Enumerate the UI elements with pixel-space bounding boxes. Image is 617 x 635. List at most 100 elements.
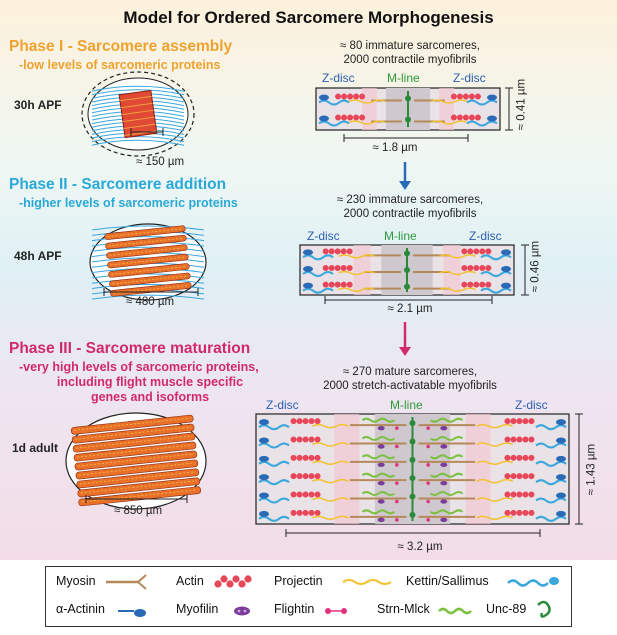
phase3-sarcomere-flightin xyxy=(395,444,399,449)
phase3-sarcomere-strn-mlck xyxy=(361,417,396,423)
phase2-sarcomere-actin xyxy=(485,265,492,271)
phase3-muscle-drawing-myofibril xyxy=(76,468,200,489)
legend-icons xyxy=(106,574,559,618)
phase1-sarcomere-actin xyxy=(359,114,366,121)
phase3-sarcomere-myofilin xyxy=(377,499,385,504)
phase1-summary-line2: 2000 contractile myofibrils xyxy=(343,54,477,66)
phase2-sarcomere-projectin xyxy=(338,270,375,276)
phase3-sarcomere-actin xyxy=(314,491,321,498)
phase1-sarcomere-alpha-actinin xyxy=(487,94,497,101)
phase3-muscle-drawing-myofibril xyxy=(72,432,196,453)
phase1-sarcomere-actin xyxy=(474,93,481,100)
phase3-sarcomere-myofilin xyxy=(377,517,385,523)
phase2-sarcomere-actin xyxy=(473,281,480,288)
myosin-icon-head xyxy=(137,581,147,590)
phase3-sarcomere-actin xyxy=(290,418,297,425)
phase3-sarcomere-strn-mlck xyxy=(429,436,464,441)
phase3-zdisc-left: Z-disc xyxy=(266,398,299,412)
phase2-sarcomere xyxy=(299,244,515,296)
phase3-sarcomere-strn-mlck xyxy=(429,472,464,478)
myofilin-icon xyxy=(234,606,250,616)
phase3-sarcomere-actin xyxy=(510,454,517,461)
phase2-sarcomere-actin xyxy=(334,281,341,288)
phase3-sarcomere-actin xyxy=(290,491,297,498)
legend-label-strn-mlck: Strn-Mlck xyxy=(377,602,430,616)
projectin-icon xyxy=(342,579,392,585)
phase3-muscle-drawing-myofibril xyxy=(70,414,194,435)
phase3-sarcomere-actin xyxy=(308,473,315,480)
phase3-sarcomere-actin xyxy=(314,454,321,461)
phase3-muscle-drawing-striation xyxy=(74,417,191,431)
phase3-sarcomere-unc89-node xyxy=(409,475,416,482)
phase3-sarcomere-myofilin xyxy=(377,480,385,486)
phase2-muscle-drawing-tendon-fiber xyxy=(91,284,205,290)
phase2-sarcomere-alpha-actinin xyxy=(501,282,511,289)
phase3-sarcomere-actin xyxy=(516,491,523,498)
phase3-sarcomere-alpha-actinin xyxy=(259,492,269,499)
phase1-sarcomere-length: ≈ 1.8 µm xyxy=(372,142,418,154)
phase2-sarcomere-actin xyxy=(473,265,480,271)
phase3-sarcomere-actin xyxy=(296,509,303,516)
legend-box: Myosin Actin Projectin Kettin/Sallimus α… xyxy=(45,566,572,627)
phase2-sarcomere-projectin xyxy=(439,254,476,259)
phase3-sarcomere-actin xyxy=(308,454,315,461)
phase1-sarcomere-width: ≈ 0.41 µm xyxy=(515,78,528,131)
phase3-muscle-drawing-striation xyxy=(80,480,197,494)
phase3-subtitle-line3: genes and isoforms xyxy=(90,390,210,404)
phase3-sarcomere-actin xyxy=(504,418,511,425)
phase3-sarcomere-strn-mlck xyxy=(429,417,464,423)
actin-icon xyxy=(214,580,222,588)
legend-label-actin: Actin xyxy=(176,574,204,588)
phase2-sarcomere-unc89-node xyxy=(404,267,410,273)
phase1-sarcomere-unc89-node xyxy=(405,116,411,123)
phase1-muscle-drawing-tendon-fiber xyxy=(91,89,185,96)
phase3-muscle-drawing-striation xyxy=(79,471,196,485)
phase2-title: Phase II - Sarcomere addition xyxy=(9,176,227,193)
phase1-sarcomere-actin xyxy=(456,93,463,100)
flightin-icon-end xyxy=(325,608,331,614)
phase3-sarcomere-strn-mlck xyxy=(429,491,464,496)
phase2-sarcomere-actin xyxy=(473,248,480,255)
phase2-sarcomere-alpha-actinin xyxy=(303,266,313,272)
phase1-sarcomere-actin xyxy=(359,93,366,100)
phase3-muscle-drawing-striation xyxy=(76,435,192,449)
phase3-sarcomere-actin xyxy=(290,509,297,516)
phase1-sarcomere-i-band-left xyxy=(362,88,377,130)
phase1-sarcomere-actin xyxy=(335,114,342,121)
phase3-muscle-drawing-striation xyxy=(77,453,194,467)
phase1-sarcomere-actin xyxy=(341,93,348,100)
phase2-sarcomere-width: ≈ 0.46 µm xyxy=(529,240,542,293)
phase3-sarcomere-length: ≈ 3.2 µm xyxy=(397,541,443,553)
phase3-sarcomere-actin xyxy=(528,473,535,480)
phase3-sarcomere-kettin xyxy=(535,479,567,486)
phase2-sarcomere-actin xyxy=(479,281,486,288)
phase2-muscle-drawing-striation xyxy=(110,256,186,266)
phase3-sarcomere-myofilin xyxy=(377,462,385,468)
legend-label-alpha-actinin: α-Actinin xyxy=(56,602,105,616)
phase1-muscle-drawing-striation xyxy=(119,95,152,102)
phase3-subtitle-line2: including flight muscle specific xyxy=(56,375,244,389)
phase3-muscle-drawing-striation xyxy=(76,444,193,458)
phase2-sarcomere-alpha-actinin xyxy=(501,249,511,256)
phase3-timepoint: 1d adult xyxy=(12,441,59,455)
phase2-muscle-drawing-striation xyxy=(107,228,183,237)
phase3-sarcomere-alpha-actinin xyxy=(259,437,269,444)
phase3-sarcomere-actin xyxy=(510,418,517,425)
phase1-sarcomere xyxy=(315,87,501,131)
phase3-sarcomere-actin xyxy=(290,473,297,480)
phase3-sarcomere-i-band-left xyxy=(334,414,360,524)
phase2-sarcomere-actin xyxy=(467,281,474,288)
phase2-sarcomere-alpha-actinin xyxy=(501,266,511,272)
phase3-sarcomere-strn-mlck xyxy=(429,454,464,460)
phase3-sarcomere-actin xyxy=(314,509,321,516)
phase2-sarcomere-actin xyxy=(322,281,329,288)
kettin-icon-end xyxy=(549,577,559,585)
phase3-sarcomere-flightin xyxy=(426,463,430,467)
phase2-muscle-drawing-striation xyxy=(108,237,184,247)
phase2-sarcomere-actin xyxy=(322,248,329,255)
phase2-sarcomere-actin xyxy=(461,281,468,288)
phase3-muscle-width: ≈ 850 µm xyxy=(113,505,163,517)
phase3-sarcomere-projectin xyxy=(312,515,349,521)
phase3-sarcomere-alpha-actinin xyxy=(259,419,269,426)
kettin-icon xyxy=(507,579,549,587)
